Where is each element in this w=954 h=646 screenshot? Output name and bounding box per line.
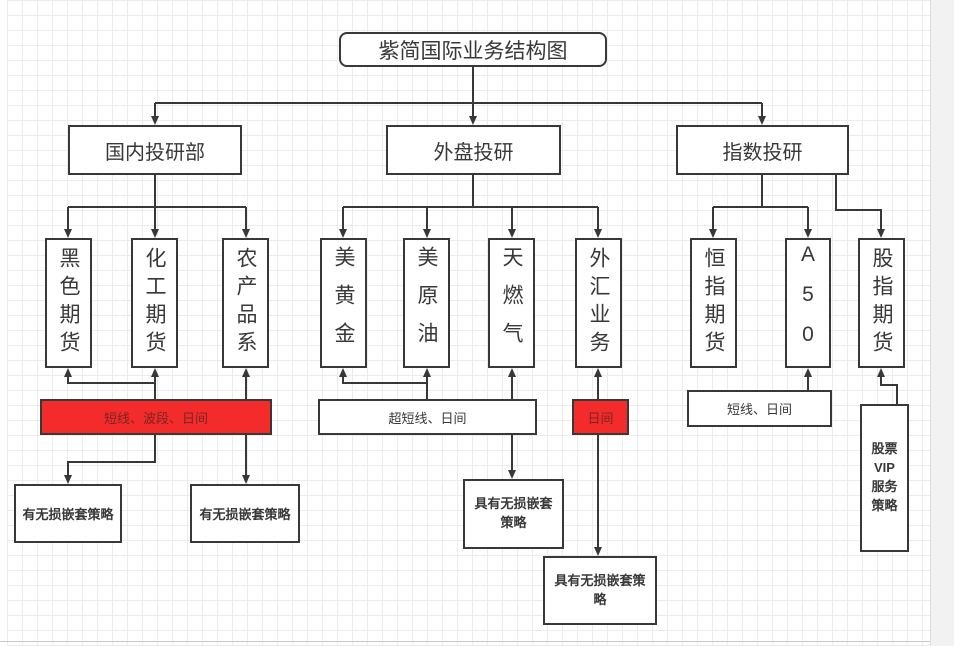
arrow-ultra-to-gold: [339, 368, 428, 399]
forex-label: 外汇业务: [587, 247, 610, 359]
node-hang-seng-futures[interactable]: 恒指期货: [690, 238, 737, 368]
page-right-margin: [930, 0, 954, 646]
node-us-gold[interactable]: 美黄金: [320, 238, 367, 368]
hang-seng-futures-label: 恒指期货: [702, 247, 725, 359]
a50-label: A50: [796, 243, 820, 363]
stock-vip-label: 股票 VIP 服务 策略: [871, 441, 898, 513]
node-black-futures[interactable]: 黑色期货: [45, 238, 92, 368]
black-futures-label: 黑色期货: [57, 247, 80, 359]
stock-index-futures-label: 股指期货: [870, 247, 893, 359]
nested-mid2-label: 具有无损嵌套策 略: [554, 572, 646, 607]
node-title[interactable]: 紫简国际业务结构图: [339, 32, 607, 67]
dept-index-label: 指数投研: [722, 141, 803, 164]
dept-foreign-label: 外盘投研: [433, 141, 514, 164]
title-label: 紫简国际业务结构图: [378, 39, 568, 63]
node-us-crude-oil[interactable]: 美原油: [403, 238, 450, 368]
nested-left1-label: 有无损嵌套策略: [22, 507, 114, 522]
node-nested-left1[interactable]: 有无损嵌套策略: [14, 484, 122, 543]
mode-swing-label: 短线、波段、日间: [103, 410, 208, 426]
natural-gas-label: 天燃气: [500, 246, 523, 360]
node-dept-domestic[interactable]: 国内投研部: [68, 125, 242, 175]
arrow-to-stock-index-futures: [835, 175, 885, 238]
dept-domestic-label: 国内投研部: [105, 141, 205, 164]
mode-short-label: 短线、日间: [726, 402, 792, 417]
arrow-swing-to-nested-left1: [64, 435, 156, 484]
node-nested-left2[interactable]: 有无损嵌套策略: [190, 484, 300, 543]
us-crude-oil-label: 美原油: [415, 246, 438, 360]
mode-intraday-label: 日间: [587, 410, 614, 426]
node-dept-index[interactable]: 指数投研: [676, 125, 849, 175]
node-mode-swing[interactable]: 短线、波段、日间: [40, 399, 272, 435]
chemical-futures-label: 化工期货: [143, 247, 166, 359]
nested-left2-label: 有无损嵌套策略: [199, 507, 291, 522]
node-natural-gas[interactable]: 天燃气: [488, 238, 535, 368]
mode-ultra-short-label: 超短线、日间: [388, 410, 467, 426]
arrow-vip-to-stock-index: [877, 368, 898, 404]
page-bottom-edge: [0, 641, 930, 642]
node-a50[interactable]: A50: [785, 238, 831, 368]
us-gold-label: 美黄金: [332, 246, 355, 360]
node-mode-short[interactable]: 短线、日间: [687, 390, 832, 427]
node-chemical-futures[interactable]: 化工期货: [131, 238, 178, 368]
nested-mid1-label: 具有无损嵌套 策略: [474, 496, 553, 530]
node-forex[interactable]: 外汇业务: [575, 238, 622, 368]
page-left-margin: [0, 0, 7, 646]
node-nested-mid2[interactable]: 具有无损嵌套策 略: [543, 556, 657, 625]
node-stock-index-futures[interactable]: 股指期货: [858, 238, 905, 368]
node-mode-intraday[interactable]: 日间: [572, 399, 629, 435]
agricultural-label: 农产品系: [234, 247, 257, 359]
node-dept-foreign[interactable]: 外盘投研: [386, 125, 561, 175]
node-agricultural[interactable]: 农产品系: [222, 238, 269, 368]
node-nested-mid1[interactable]: 具有无损嵌套 策略: [463, 479, 564, 549]
node-stock-vip[interactable]: 股票 VIP 服务 策略: [860, 404, 909, 552]
arrow-swing-to-black: [64, 368, 156, 399]
node-mode-ultra-short[interactable]: 超短线、日间: [318, 399, 537, 435]
